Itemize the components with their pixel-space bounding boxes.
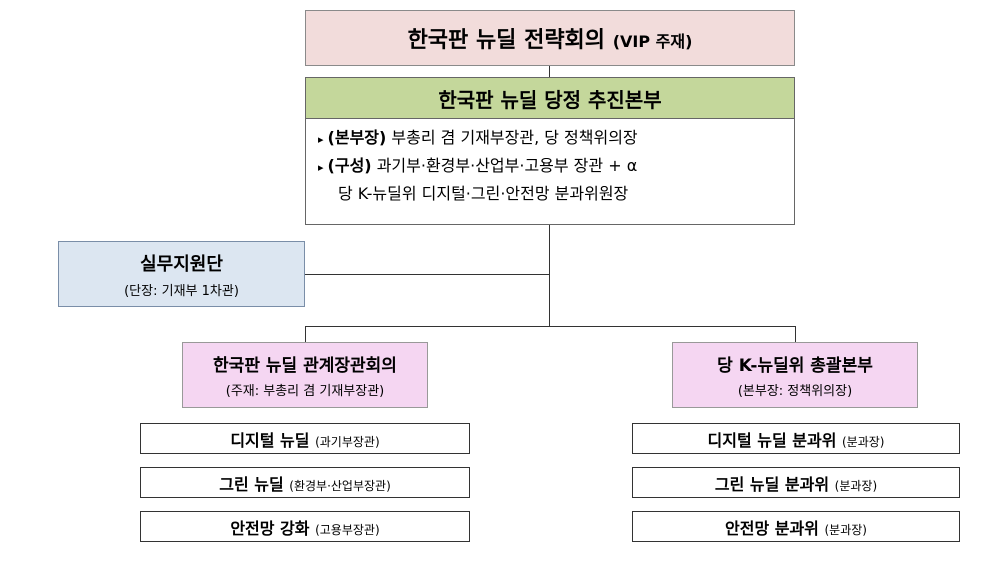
- ministers-meeting-subtitle: (주재: 부총리 겸 기재부장관): [225, 384, 385, 399]
- item-label: 안전망 분과위: [725, 518, 819, 538]
- item-label: 그린 뉴딜 분과위: [714, 474, 830, 494]
- hq-head-text: 부총리 겸 기재부장관, 당 정책위의장: [391, 128, 638, 147]
- item-label: 디지털 뉴딜: [230, 430, 310, 450]
- item-note: (과기부장관): [315, 434, 380, 449]
- strategy-meeting-name: 한국판 뉴딜 전략회의: [407, 28, 606, 53]
- right-item-safety: 안전망 분과위 (분과장): [632, 511, 960, 542]
- item-label: 안전망 강화: [230, 518, 310, 538]
- hq-members-label: (구성): [327, 156, 372, 175]
- item-label: 그린 뉴딜: [219, 474, 284, 494]
- hq-bullet-members-cont: 당 K-뉴딜위 디지털·그린·안전망 분과위원장: [318, 181, 794, 207]
- right-item-green: 그린 뉴딜 분과위 (분과장): [632, 467, 960, 498]
- connector-support: [305, 274, 549, 275]
- ministers-meeting-box: 한국판 뉴딜 관계장관회의 (주재: 부총리 겸 기재부장관): [182, 342, 428, 408]
- item-note: (분과장): [834, 478, 878, 493]
- left-item-green: 그린 뉴딜 (환경부·산업부장관): [140, 467, 470, 498]
- support-team-title: 실무지원단: [140, 253, 223, 275]
- connector-left-down: [305, 326, 306, 342]
- right-item-digital: 디지털 뉴딜 분과위 (분과장): [632, 423, 960, 454]
- strategy-meeting-chair: (VIP 주재): [612, 32, 693, 51]
- strategy-meeting-box: 한국판 뉴딜 전략회의 (VIP 주재): [305, 10, 795, 66]
- working-support-team-box: 실무지원단 (단장: 기재부 1차관): [58, 241, 305, 307]
- hq-bullet-head: ▸(본부장) 부총리 겸 기재부장관, 당 정책위의장: [318, 125, 794, 153]
- hq-head-label: (본부장): [327, 128, 387, 147]
- hq-bullet-members: ▸(구성) 과기부·환경부·산업부·고용부 장관 + α: [318, 153, 794, 181]
- item-note: (분과장): [824, 522, 867, 537]
- item-note: (고용부장관): [315, 522, 380, 537]
- connector-hq-down: [549, 225, 550, 326]
- promotion-hq-details: ▸(본부장) 부총리 겸 기재부장관, 당 정책위의장 ▸(구성) 과기부·환경…: [305, 118, 795, 225]
- strategy-meeting-title: 한국판 뉴딜 전략회의 (VIP 주재): [408, 22, 693, 54]
- hq-members-text-2: 당 K-뉴딜위 디지털·그린·안전망 분과위원장: [338, 184, 629, 203]
- item-note: (분과장): [842, 434, 885, 449]
- promotion-hq-title: 한국판 뉴딜 당정 추진본부: [438, 87, 662, 112]
- party-hq-title: 당 K-뉴딜위 총괄본부: [717, 356, 873, 376]
- connector-horizontal: [305, 326, 795, 327]
- party-hq-subtitle: (본부장: 정책위의장): [737, 384, 853, 399]
- party-hq-box: 당 K-뉴딜위 총괄본부 (본부장: 정책위의장): [672, 342, 918, 408]
- item-label: 디지털 뉴딜 분과위: [707, 430, 837, 450]
- left-item-digital: 디지털 뉴딜 (과기부장관): [140, 423, 470, 454]
- connector-right-down: [795, 326, 796, 342]
- support-team-subtitle: (단장: 기재부 1차관): [124, 283, 239, 299]
- promotion-hq-title-box: 한국판 뉴딜 당정 추진본부: [305, 77, 795, 119]
- bullet-triangle-icon: ▸: [318, 133, 324, 146]
- bullet-triangle-icon: ▸: [318, 161, 324, 174]
- left-item-safety: 안전망 강화 (고용부장관): [140, 511, 470, 542]
- hq-members-text: 과기부·환경부·산업부·고용부 장관 + α: [376, 156, 638, 175]
- connector-top-to-hq: [549, 66, 550, 77]
- ministers-meeting-title: 한국판 뉴딜 관계장관회의: [213, 356, 397, 376]
- item-note: (환경부·산업부장관): [289, 478, 391, 493]
